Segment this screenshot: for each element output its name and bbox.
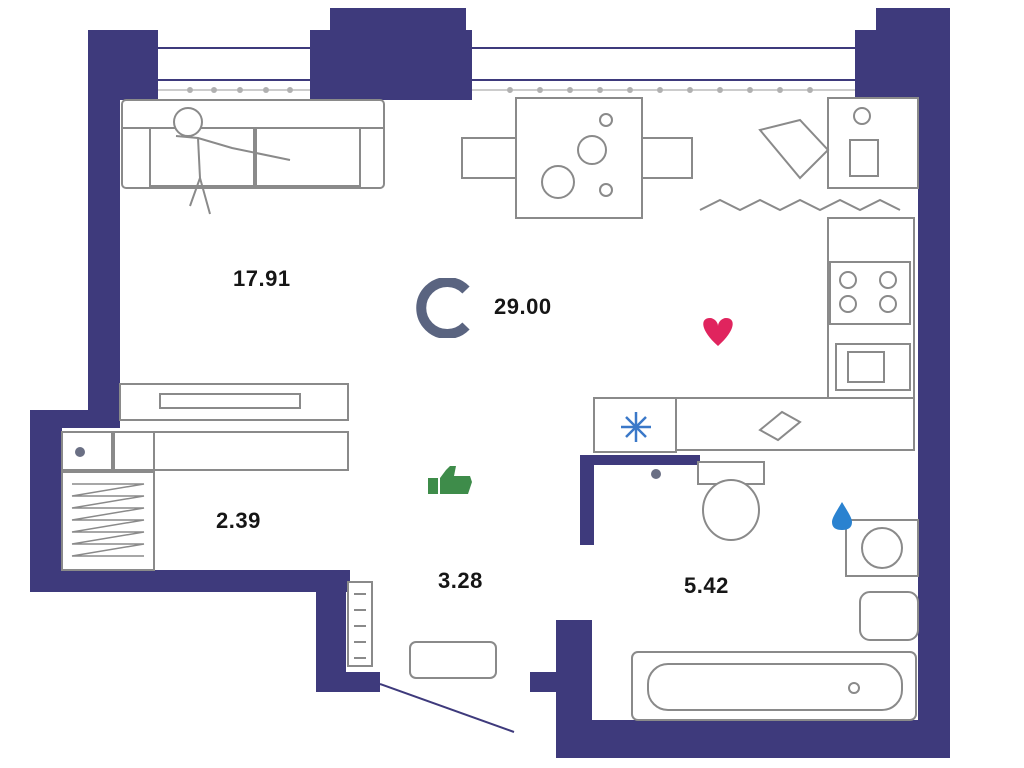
windows xyxy=(158,47,855,91)
doormat xyxy=(409,641,497,679)
dot-icon xyxy=(651,469,661,479)
sink xyxy=(859,591,919,641)
living-area: 17.91 xyxy=(233,266,291,291)
bathroom-area: 5.42 xyxy=(684,573,729,598)
toilet-bowl xyxy=(702,479,760,541)
snowflake-icon xyxy=(621,412,651,442)
radiator-marks xyxy=(187,87,813,93)
entrance-door xyxy=(379,683,515,733)
wardrobe-area: 2.39 xyxy=(216,508,261,533)
furniture xyxy=(61,97,919,721)
water-drop-icon xyxy=(832,502,852,530)
total-area: 29.00 xyxy=(494,294,552,319)
thumbs-up-icon xyxy=(428,466,472,494)
walls xyxy=(30,8,950,758)
icons xyxy=(75,318,852,530)
hall-area: 3.28 xyxy=(438,568,483,593)
heart-icon xyxy=(703,318,733,346)
type-letter-icon xyxy=(416,278,470,338)
person-head xyxy=(173,107,203,137)
dot-icon xyxy=(75,447,85,457)
dining-table xyxy=(515,97,643,219)
